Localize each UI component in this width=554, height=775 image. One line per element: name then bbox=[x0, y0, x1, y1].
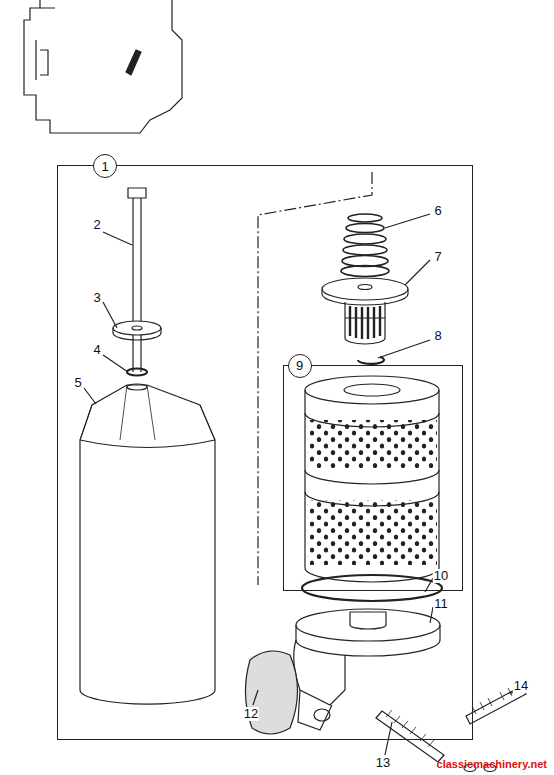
callout-number: 7 bbox=[433, 250, 442, 264]
callout-number: 4 bbox=[92, 343, 101, 357]
callout-number: 2 bbox=[92, 218, 101, 232]
group-frame: 19 bbox=[57, 165, 473, 740]
group-frame: 9 bbox=[283, 365, 463, 591]
watermark: classicmachinery.net bbox=[436, 757, 548, 771]
callout-number: 3 bbox=[92, 291, 101, 305]
callout-number: 5 bbox=[73, 376, 82, 390]
callout-number: 13 bbox=[375, 756, 391, 770]
callout-number: 12 bbox=[243, 707, 259, 721]
callout-number: 6 bbox=[433, 204, 442, 218]
callout-number: 14 bbox=[513, 679, 529, 693]
callout-number: 8 bbox=[433, 329, 442, 343]
circled-callout: 9 bbox=[288, 354, 312, 378]
callout-number: 11 bbox=[433, 597, 449, 611]
circled-callout: 1 bbox=[93, 154, 117, 178]
callout-number: 10 bbox=[433, 569, 449, 583]
